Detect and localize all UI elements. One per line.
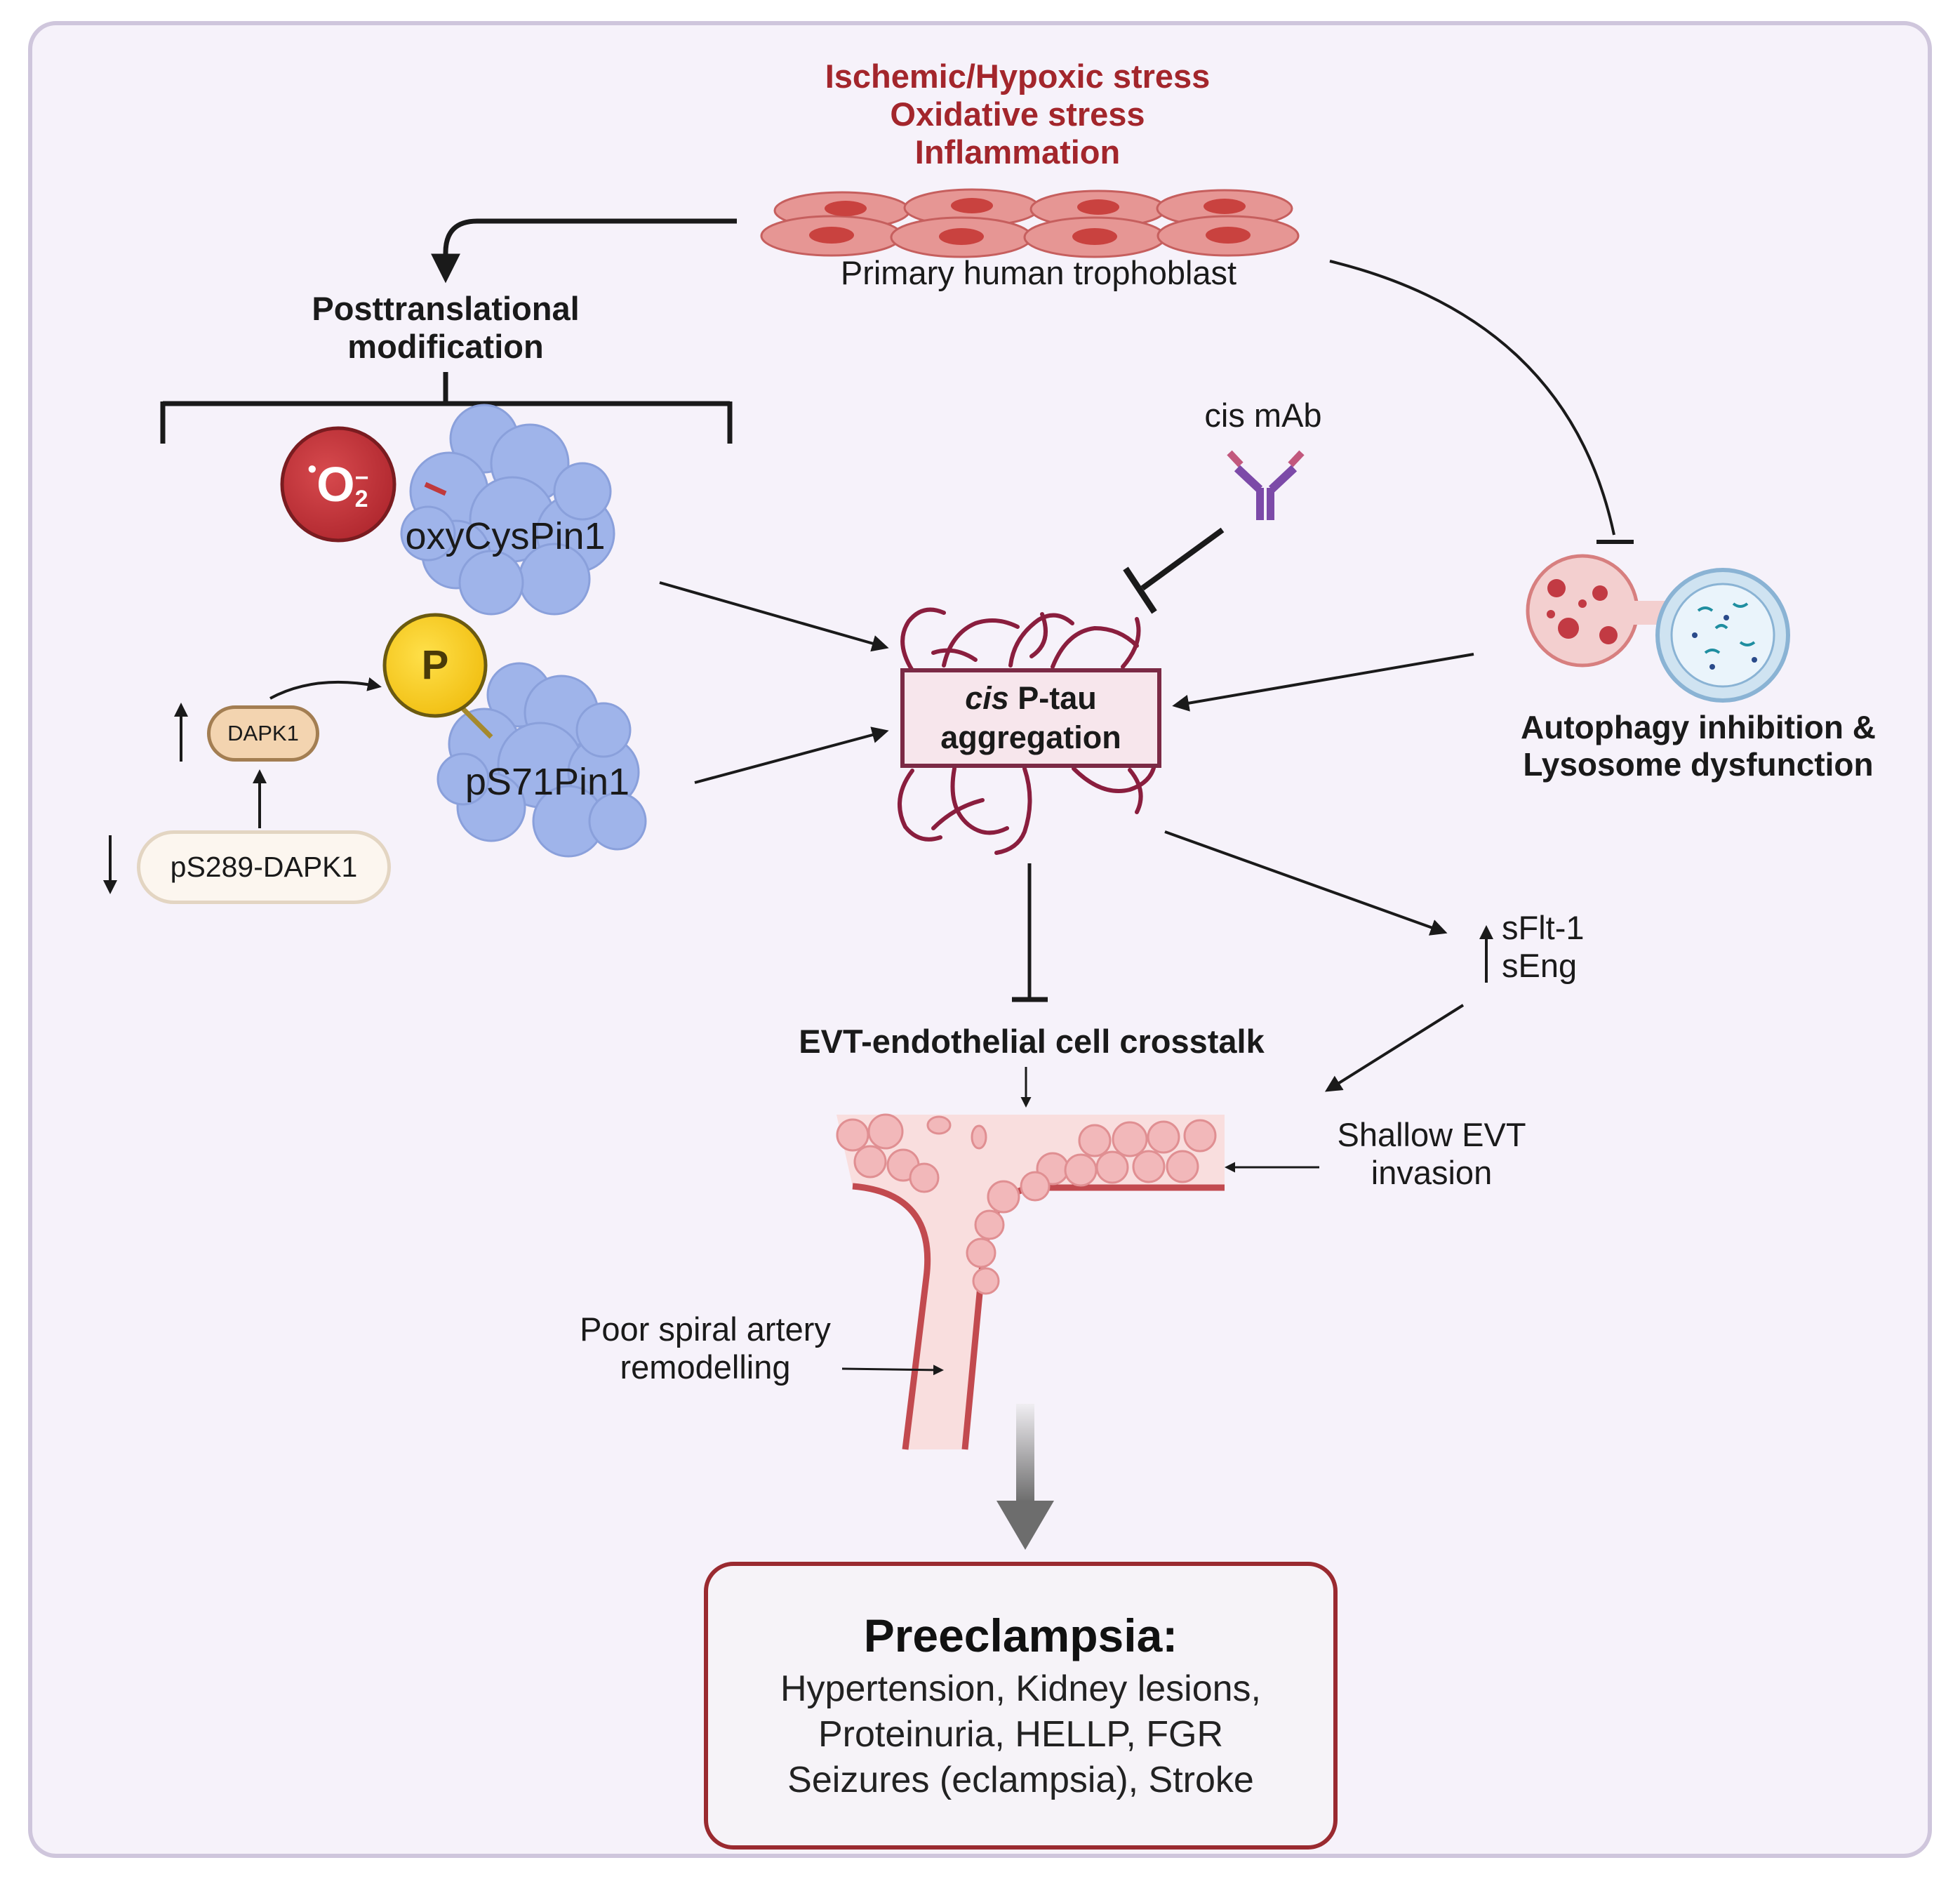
- spiral-line2: remodelling: [620, 1348, 791, 1386]
- stressor-list: Ischemic/Hypoxic stress Oxidative stress…: [768, 58, 1267, 171]
- autophagy-line2: Lysosome dysfunction: [1523, 745, 1874, 783]
- antibody-icon: [1227, 450, 1305, 520]
- cis-italic: cis: [965, 679, 1009, 716]
- dapk1-to-phospho-arrow: [269, 677, 382, 700]
- seng-text: sEng: [1502, 947, 1578, 985]
- shallow-line1: Shallow EVT: [1337, 1116, 1526, 1153]
- ps289-dapk1-pill: pS289-DAPK1: [137, 830, 391, 904]
- stressor-oxidative: Oxidative stress: [890, 95, 1145, 133]
- diagram-panel: [28, 21, 1932, 1858]
- stressor-inflammation: Inflammation: [914, 133, 1121, 171]
- ps71pin1-to-ptau-arrow: [694, 726, 889, 784]
- trophoblast-to-ptm-arrow: [431, 218, 737, 284]
- shallow-evt-label: Shallow EVT invasion: [1319, 1116, 1544, 1192]
- cis-ptau-box: cis P-tau aggregation: [900, 668, 1161, 768]
- preeclampsia-line2: Proteinuria, HELLP, FGR: [818, 1713, 1224, 1755]
- autophagy-line1: Autophagy inhibition &: [1521, 709, 1876, 745]
- ps71pin1-label: pS71Pin1: [465, 761, 630, 803]
- ptau-text: P-tau: [1008, 679, 1097, 716]
- sflt-text: sFlt-1: [1502, 909, 1585, 946]
- evt-crosstalk-label: EVT-endothelial cell crosstalk: [799, 1023, 1265, 1060]
- spiral-artery-arrow: [841, 1365, 944, 1376]
- sflt-to-evt-arrow: [1324, 1004, 1465, 1092]
- trophoblast-inhibits-autophagy: [1329, 260, 1615, 536]
- preeclampsia-title: Preeclampsia:: [863, 1609, 1178, 1661]
- spiral-line1: Poor spiral artery: [580, 1310, 831, 1348]
- ptm-label: Posttranslational modification: [263, 290, 628, 366]
- trophoblast-cells: [760, 188, 1300, 258]
- spiral-artery-label: Poor spiral artery remodelling: [554, 1310, 856, 1386]
- ptm-label-line1: Posttranslational: [312, 290, 580, 327]
- superoxide-icon: [280, 426, 396, 543]
- stressor-ischemic: Ischemic/Hypoxic stress: [825, 58, 1211, 95]
- ps289-text: pS289-DAPK1: [170, 851, 358, 883]
- preeclampsia-line1: Hypertension, Kidney lesions,: [780, 1668, 1262, 1709]
- ps71pin1-protein: [436, 662, 647, 858]
- cis-ptau-line2: aggregation: [940, 719, 1121, 755]
- cis-mab-label: cis mAb: [1204, 397, 1322, 434]
- autophagy-lysosome-icon: [1526, 554, 1790, 703]
- ptm-bracket: [160, 372, 733, 444]
- dapk1-pill: DAPK1: [207, 705, 319, 762]
- outcome-arrow: [996, 1404, 1054, 1550]
- phospho-icon: [382, 613, 488, 718]
- ptau-to-sflt-arrow: [1164, 830, 1448, 936]
- shallow-line2: invasion: [1371, 1154, 1493, 1192]
- autophagy-to-ptau-arrow: [1172, 653, 1474, 712]
- trophoblast-label: Primary human trophoblast: [840, 254, 1237, 291]
- ptau-fibrils: [898, 607, 1156, 855]
- superoxide-letter: O: [316, 457, 355, 512]
- preeclampsia-line3: Seizures (eclampsia), Stroke: [787, 1759, 1254, 1800]
- ptm-label-line2: modification: [347, 328, 544, 366]
- spiral-artery: [836, 1113, 1225, 1450]
- cis-ptau-line1: cis P-tau: [965, 679, 1097, 718]
- dapk1-text: DAPK1: [227, 721, 299, 745]
- sflt-seng-label: sFlt-1 sEng: [1502, 909, 1614, 985]
- oxycyspin1-to-ptau-arrow: [659, 581, 889, 652]
- oxycyspin1-label: oxyCysPin1: [405, 515, 606, 557]
- oxycyspin1-protein: [400, 404, 615, 616]
- preeclampsia-box: Preeclampsia: Hypertension, Kidney lesio…: [704, 1562, 1338, 1850]
- mab-inhibits-ptau: [1140, 527, 1225, 591]
- superoxide-text: •O−2: [307, 454, 369, 512]
- phospho-label: P: [421, 642, 449, 688]
- autophagy-label: Autophagy inhibition & Lysosome dysfunct…: [1488, 709, 1909, 783]
